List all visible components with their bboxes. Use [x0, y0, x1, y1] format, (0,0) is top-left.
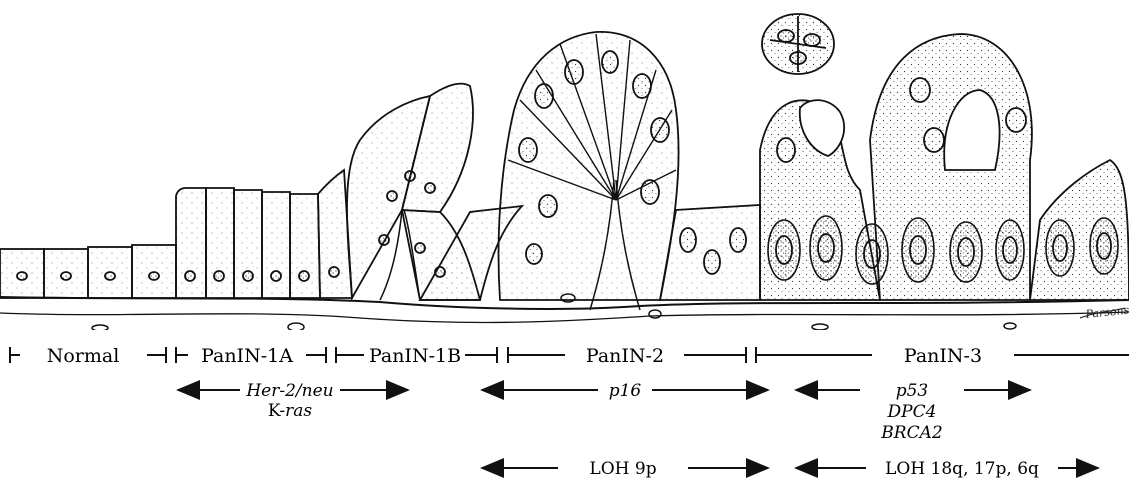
- gene-arrows: [178, 390, 1098, 468]
- gene-label-brca2: BRCA2: [880, 423, 942, 443]
- gene-label-p53: p53: [896, 381, 929, 401]
- gene-label-kras: K-ras: [268, 401, 312, 421]
- stage-label-panin-3: PanIN-3: [904, 345, 982, 367]
- gene-label-her2: Her-2/neu: [245, 381, 333, 401]
- stage-label-panin-1b: PanIN-1B: [369, 345, 461, 367]
- stage-label-normal: Normal: [47, 345, 120, 367]
- loh-label-18q-17p-6q: LOH 18q, 17p, 6q: [885, 459, 1039, 479]
- stage-label-panin-2: PanIN-2: [586, 345, 664, 367]
- gene-label-kras-suffix: ras: [285, 401, 312, 421]
- gene-label-dpc4: DPC4: [887, 402, 937, 422]
- gene-label-p16: p16: [609, 381, 642, 401]
- gene-label-kras-prefix: K-: [268, 401, 285, 421]
- loh-label-9p: LOH 9p: [589, 459, 656, 479]
- stage-label-panin-1a: PanIN-1A: [201, 345, 293, 367]
